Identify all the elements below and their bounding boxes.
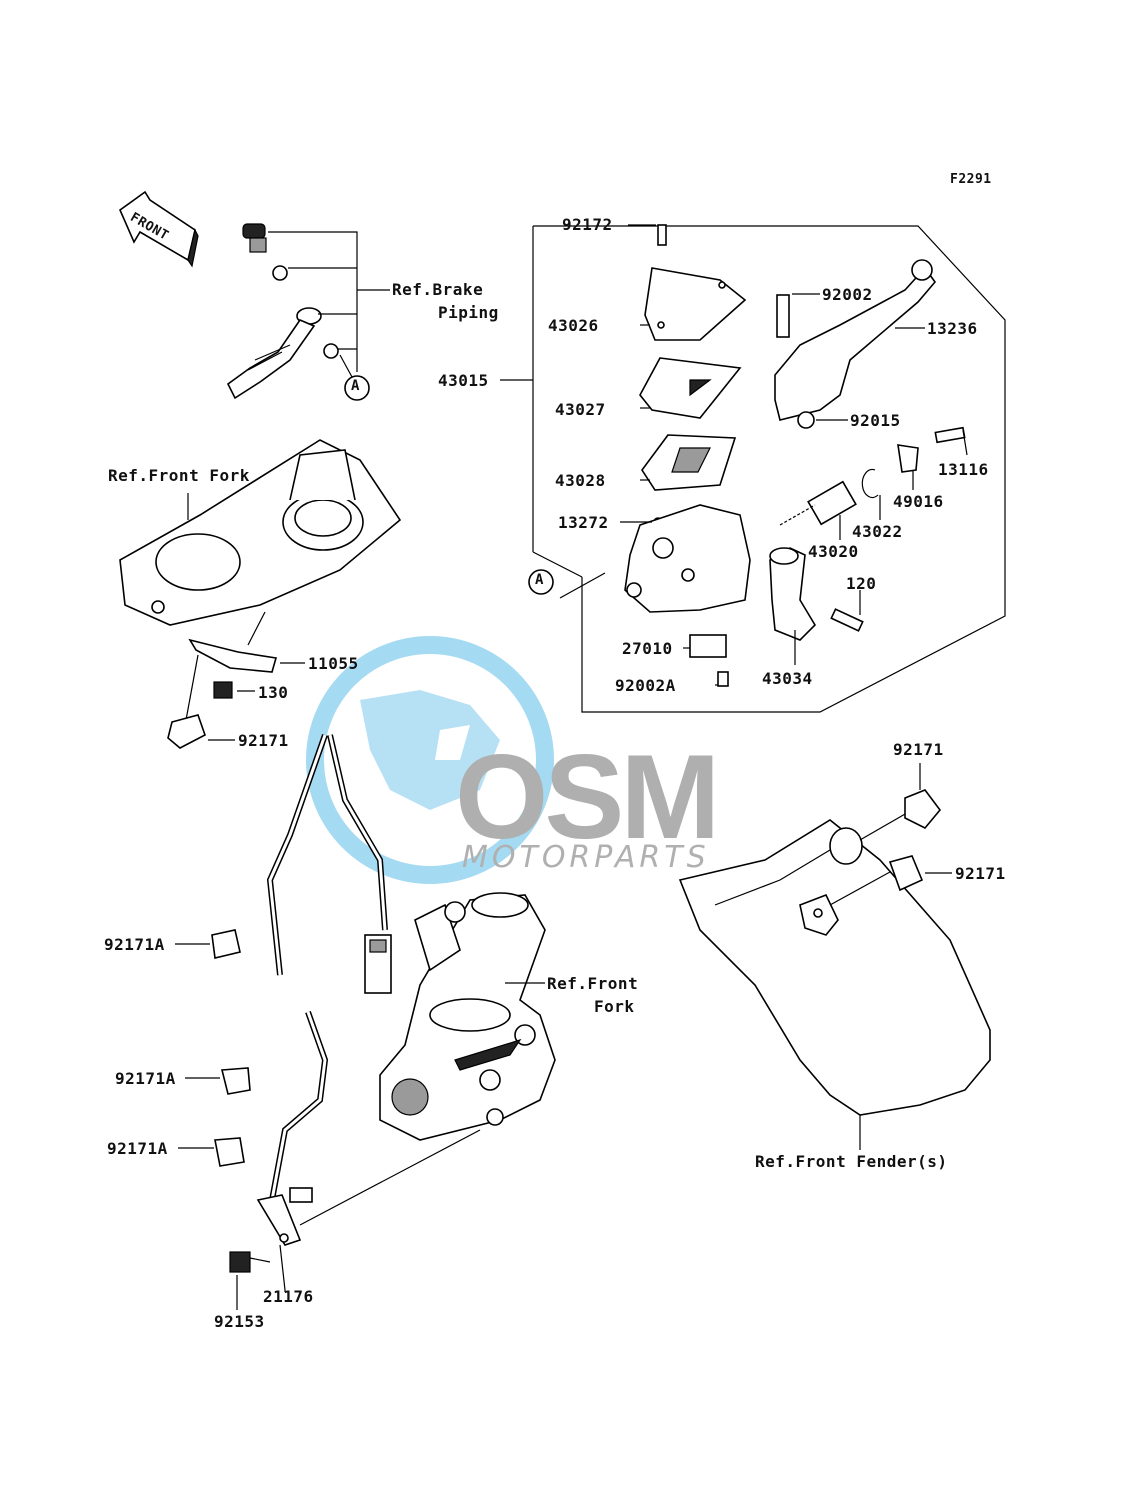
master-cylinder-group-box xyxy=(500,224,1006,713)
part-label-43026: 43026 xyxy=(548,316,599,335)
part-label-43028: 43028 xyxy=(555,471,606,490)
ref-front-fork-lower-line2: Fork xyxy=(594,997,635,1016)
marker-a-circle xyxy=(344,375,370,401)
front-fork-top-clamp xyxy=(119,439,402,626)
part-label-11055: 11055 xyxy=(308,654,359,673)
circle-marker-a-1: A xyxy=(351,378,360,394)
front-fender xyxy=(678,789,991,1150)
part-label-13236: 13236 xyxy=(927,319,978,338)
diagram-code: F2291 xyxy=(950,172,992,187)
part-label-92153: 92153 xyxy=(214,1312,265,1331)
brake-hose-assembly xyxy=(226,223,390,401)
part-label-21176: 21176 xyxy=(263,1287,314,1306)
part-label-49016: 49016 xyxy=(893,492,944,511)
part-label-92171a-1: 92171A xyxy=(104,935,165,954)
part-label-130: 130 xyxy=(258,683,289,702)
ref-front-fender: Ref.Front Fender(s) xyxy=(755,1152,948,1171)
ref-front-fork-lower-line1: Ref.Front xyxy=(547,974,639,993)
part-label-120: 120 xyxy=(846,574,877,593)
front-fork-lower-leg xyxy=(379,892,556,1141)
svg-text:OSM: OSM xyxy=(455,730,716,864)
part-label-92002: 92002 xyxy=(822,285,873,304)
marker-a-circle-2 xyxy=(528,569,554,595)
front-direction-arrow-icon xyxy=(119,190,199,268)
part-label-27010: 27010 xyxy=(622,639,673,658)
part-label-43034: 43034 xyxy=(762,669,813,688)
ref-front-fork-top: Ref.Front Fork xyxy=(108,466,250,485)
clamp-92171a-3 xyxy=(214,1137,245,1167)
clamp-92171a-1 xyxy=(211,929,241,959)
label-leaders xyxy=(175,293,968,1310)
clamp-92171a-2 xyxy=(220,1067,251,1095)
ref-brake-piping-line1: Ref.Brake xyxy=(392,280,484,299)
part-label-92171a-2: 92171A xyxy=(115,1069,176,1088)
part-label-43022: 43022 xyxy=(852,522,903,541)
part-label-43015: 43015 xyxy=(438,371,489,390)
part-label-92171a-3: 92171A xyxy=(107,1139,168,1158)
part-label-43020: 43020 xyxy=(808,542,859,561)
part-label-92171-right-mid: 92171 xyxy=(955,864,1006,883)
speed-sensor-cable xyxy=(229,734,481,1291)
part-label-92171-right-top: 92171 xyxy=(893,740,944,759)
watermark-subtitle: MOTORPARTS xyxy=(462,840,710,875)
ref-brake-piping-line2: Piping xyxy=(438,303,499,322)
part-label-43027: 43027 xyxy=(555,400,606,419)
part-label-92172: 92172 xyxy=(562,215,613,234)
part-label-13272: 13272 xyxy=(558,513,609,532)
part-label-13116: 13116 xyxy=(938,460,989,479)
part-label-92002a: 92002A xyxy=(615,676,676,695)
part-label-92171-left: 92171 xyxy=(238,731,289,750)
part-label-92015: 92015 xyxy=(850,411,901,430)
bracket-11055 xyxy=(167,611,278,749)
watermark-logo: OSM xyxy=(306,636,720,884)
circle-marker-a-2: A xyxy=(535,572,544,588)
